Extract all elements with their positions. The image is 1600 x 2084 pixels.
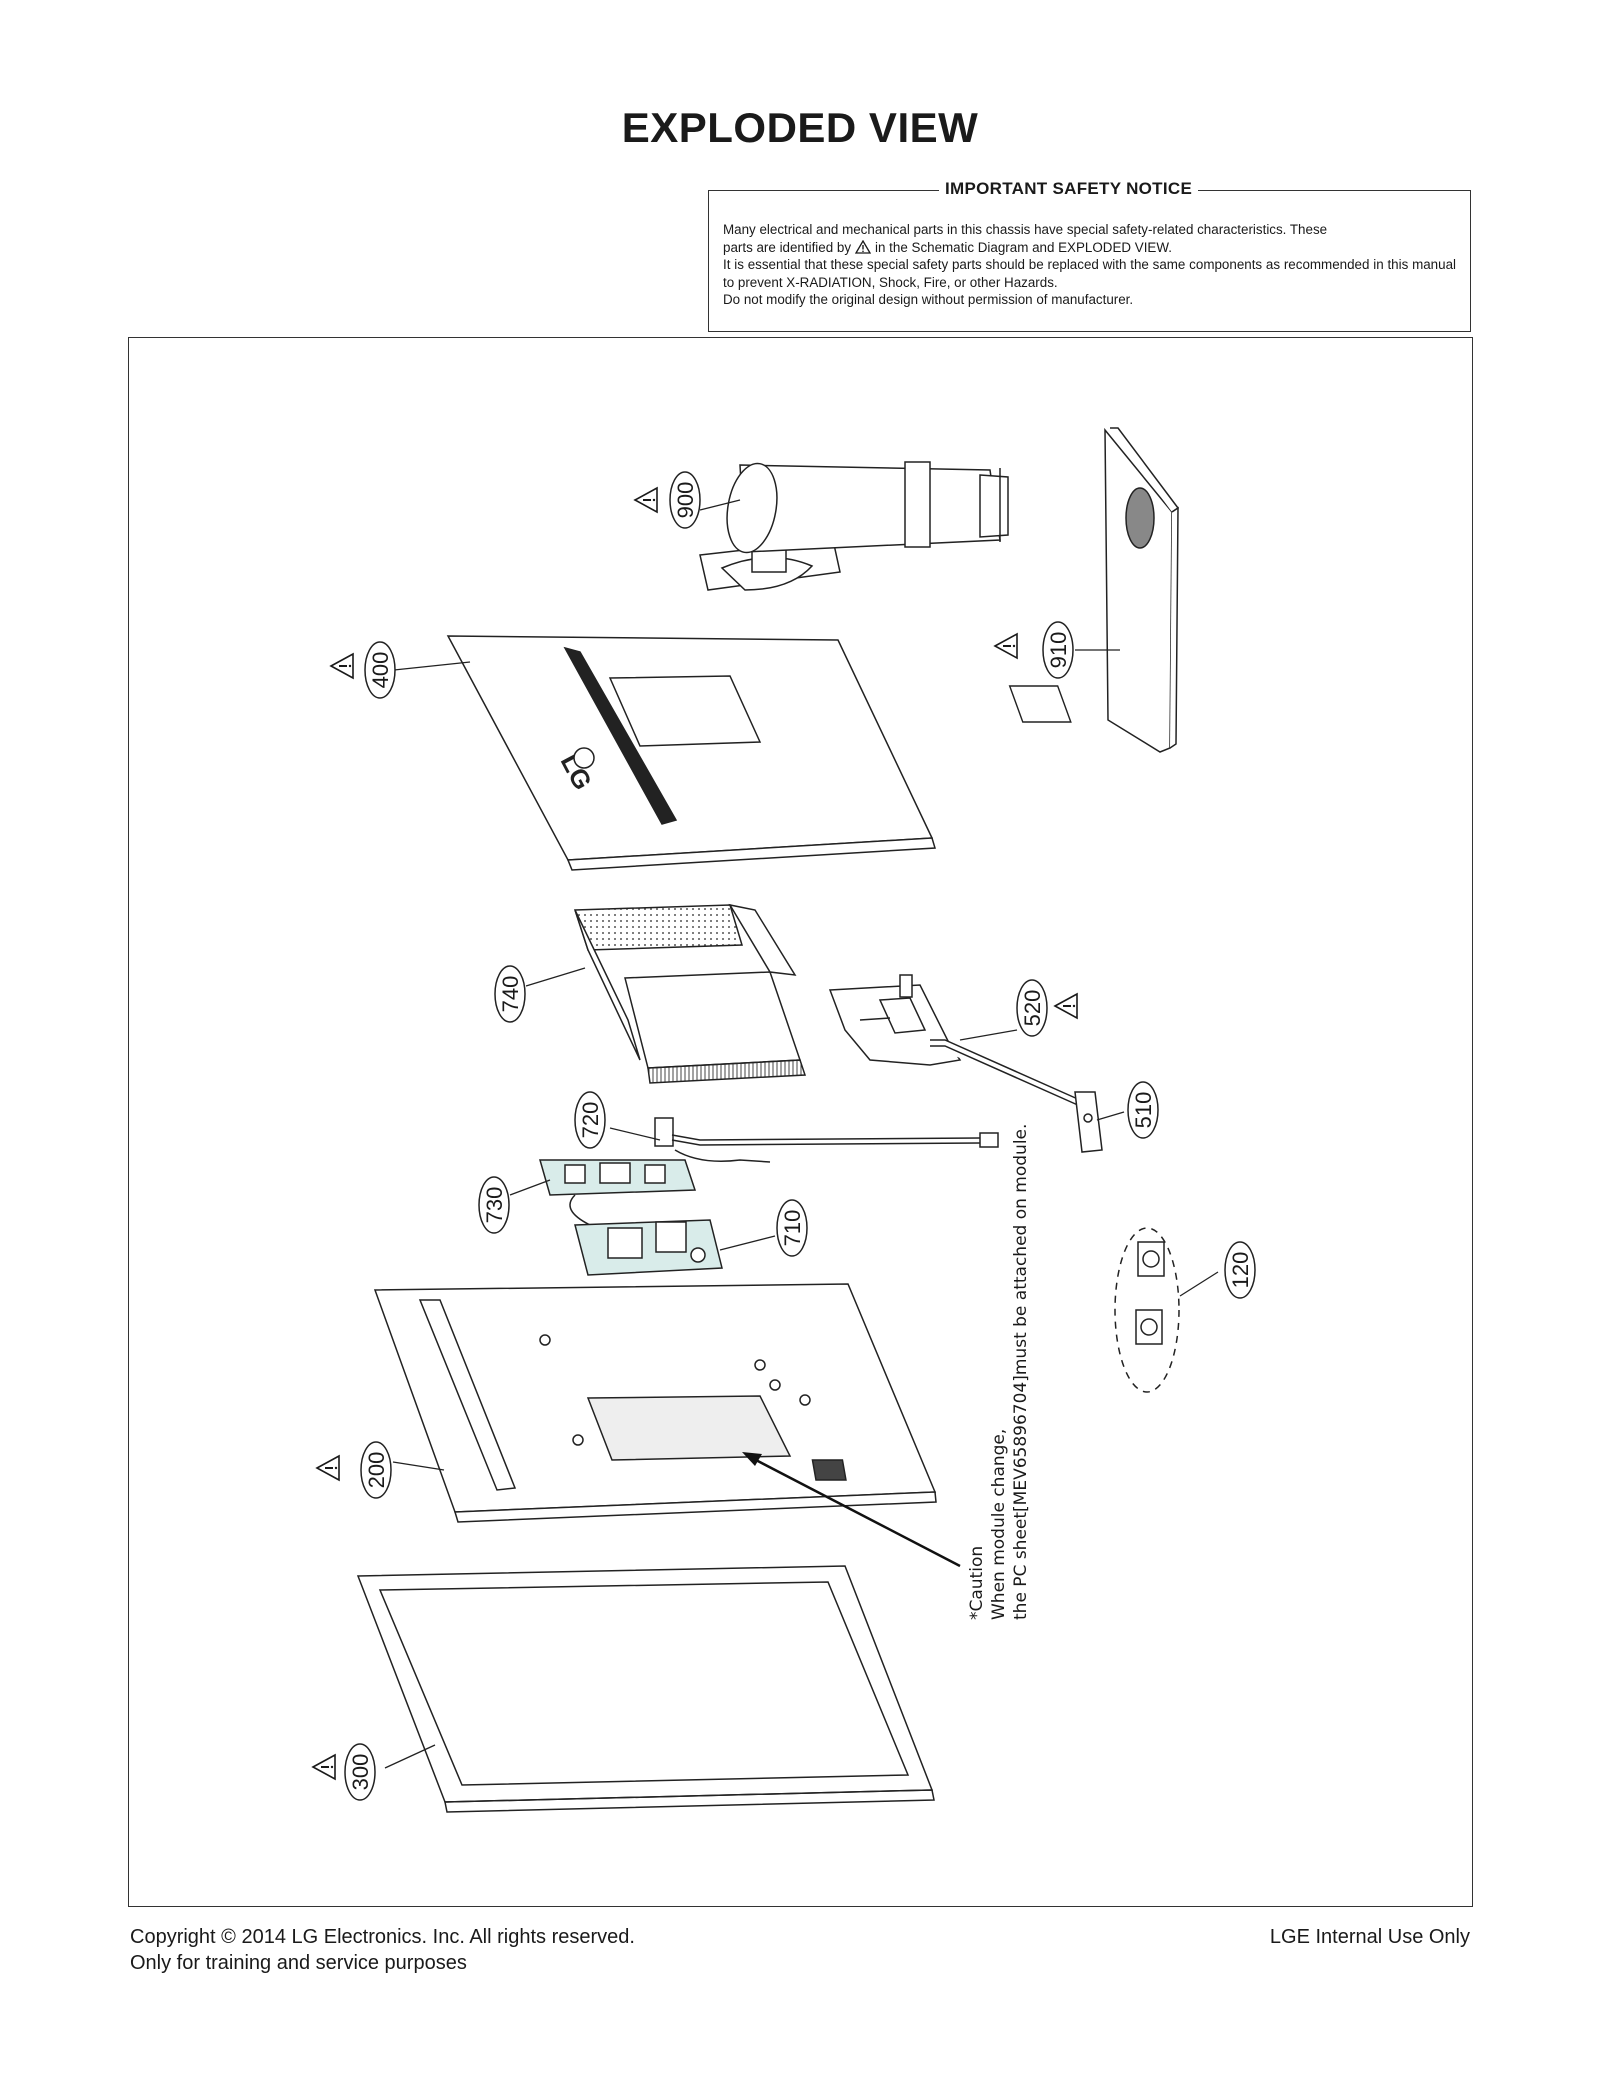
part-number-120: 120 xyxy=(1228,1252,1253,1289)
safety-notice-line-4: Do not modify the original design withou… xyxy=(723,292,1134,307)
speakers-drawing xyxy=(1114,1227,1180,1393)
caution-line-1: *Caution xyxy=(967,1546,987,1620)
stand-base-drawing xyxy=(1104,427,1180,753)
callout-200: 200 xyxy=(360,1441,392,1499)
caution-note: *Caution When module change, the PC shee… xyxy=(967,1124,1031,1620)
safety-notice-line-2-end: in the Schematic Diagram and EXPLODED VI… xyxy=(875,239,1172,255)
footer-purpose: Only for training and service purposes xyxy=(130,1952,467,1974)
part-number-900: 900 xyxy=(673,482,698,519)
callout-120: 120 xyxy=(1224,1241,1256,1299)
module-panel-drawing xyxy=(373,1283,937,1523)
warning-triangle-icon xyxy=(330,653,354,679)
part-number-200: 200 xyxy=(364,1452,389,1489)
callout-520: 520 xyxy=(1016,979,1048,1037)
footer-copyright: Copyright © 2014 LG Electronics. Inc. Al… xyxy=(130,1926,635,1948)
part-number-730: 730 xyxy=(482,1187,507,1224)
safety-notice-box: IMPORTANT SAFETY NOTICE Many electrical … xyxy=(708,179,1471,332)
warning-triangle-icon xyxy=(316,1455,340,1481)
safety-notice-line-2-start: parts are identified by xyxy=(723,239,852,255)
warning-triangle-icon xyxy=(312,1754,336,1780)
callout-740: 740 xyxy=(494,965,526,1023)
footer-left: Copyright © 2014 LG Electronics. Inc. Al… xyxy=(130,1924,635,1976)
callout-720: 720 xyxy=(574,1091,606,1149)
warning-triangle-icon xyxy=(634,487,658,513)
caution-arrow xyxy=(742,1452,961,1568)
warning-triangle-icon xyxy=(994,633,1018,659)
safety-notice-line-3: It is essential that these special safet… xyxy=(723,257,1456,290)
callout-710: 710 xyxy=(776,1199,808,1257)
power-board-drawing xyxy=(574,1219,723,1276)
callout-510: 510 xyxy=(1127,1081,1159,1139)
bracket-drawing xyxy=(828,974,962,1066)
part-number-510: 510 xyxy=(1131,1092,1156,1129)
footer-internal-use: LGE Internal Use Only xyxy=(1269,1926,1470,1948)
callout-400: 400 xyxy=(364,641,396,699)
ir-key-board-drawing xyxy=(930,1039,1103,1153)
callout-900: 900 xyxy=(669,471,701,529)
part-number-710: 710 xyxy=(780,1210,805,1247)
stand-body-drawing xyxy=(699,461,1009,591)
caution-line-3: the PC sheet[MEV65896704]must be attache… xyxy=(1011,1124,1031,1620)
part-number-300: 300 xyxy=(348,1754,373,1791)
safety-notice-line-1: Many electrical and mechanical parts in … xyxy=(723,222,1328,237)
callout-730: 730 xyxy=(478,1176,510,1234)
safety-notice-body: Many electrical and mechanical parts in … xyxy=(723,221,1456,309)
part-number-520: 520 xyxy=(1020,990,1045,1027)
warning-triangle-icon xyxy=(1054,993,1078,1019)
safety-notice-heading: IMPORTANT SAFETY NOTICE xyxy=(939,179,1199,199)
part-number-910: 910 xyxy=(1046,632,1071,669)
front-bezel-drawing xyxy=(356,1565,935,1813)
back-cover-drawing: LG xyxy=(446,635,1072,871)
interface-board-drawing xyxy=(539,1159,697,1226)
leader-lines xyxy=(384,499,1219,1769)
callout-910: 910 xyxy=(1042,621,1074,679)
part-number-400: 400 xyxy=(368,652,393,689)
cable-drawing xyxy=(654,1117,999,1163)
warning-triangle-icon xyxy=(855,239,872,254)
callout-300: 300 xyxy=(344,1743,376,1801)
safety-notice-line-2: parts are identified by in the Schematic … xyxy=(723,239,1456,257)
main-chassis-drawing xyxy=(573,903,807,1084)
part-number-720: 720 xyxy=(578,1102,603,1139)
part-number-740: 740 xyxy=(498,976,523,1013)
page-title: EXPLODED VIEW xyxy=(621,104,979,151)
caution-line-2: When module change, xyxy=(989,1429,1009,1620)
exploded-view-frame xyxy=(128,337,1473,1907)
